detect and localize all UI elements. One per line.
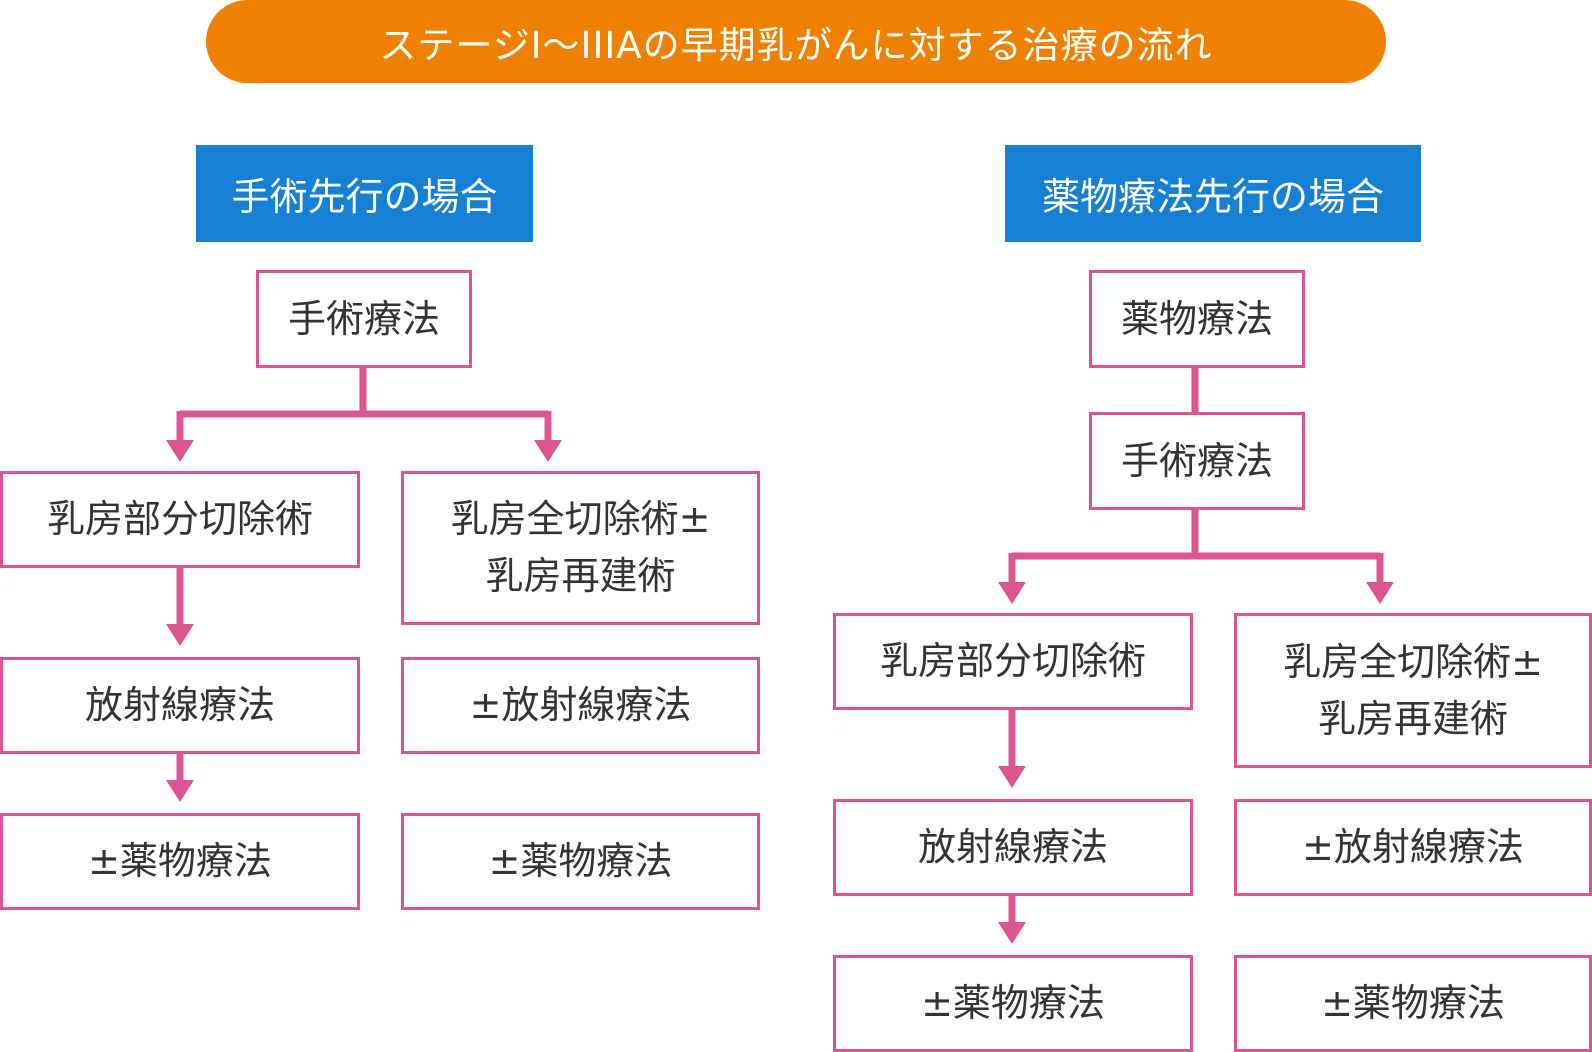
right-partial-arrow-1 [998,710,1026,788]
right-header: 薬物療法先行の場合 [1005,145,1421,242]
left-total-surgery-box: 乳房全切除術± 乳房再建術 [401,471,760,625]
right-partial-surgery-box: 乳房部分切除術 [833,613,1193,710]
right-total-surgery-line2: 乳房再建術 [1317,696,1508,741]
left-partial-drug-box: ±薬物療法 [0,813,360,910]
diagram-title: ステージⅠ～IIIAの早期乳がんに対する治療の流れ [206,0,1386,83]
right-drug-first-box: 薬物療法 [1089,270,1305,368]
left-total-drug-box: ±薬物療法 [401,813,760,910]
left-partial-surgery-box: 乳房部分切除術 [0,471,360,568]
left-split-connector [166,366,562,462]
left-total-surgery-line1: 乳房全切除術± [450,497,711,541]
left-partial-radiation-box: 放射線療法 [0,657,360,754]
right-surgery-second-box: 手術療法 [1089,412,1305,510]
right-total-surgery-line1: 乳房全切除術± [1283,639,1543,684]
left-partial-arrow-2 [166,752,194,802]
right-split-connector [998,508,1394,604]
left-surgery-first-box: 手術療法 [256,270,472,368]
left-partial-arrow-1 [166,568,194,646]
right-total-radiation-box: ±放射線療法 [1234,799,1592,896]
left-total-surgery-line2: 乳房再建術 [485,554,676,598]
left-header: 手術先行の場合 [196,145,533,242]
right-total-surgery-box: 乳房全切除術± 乳房再建術 [1234,613,1592,768]
right-partial-radiation-box: 放射線療法 [833,799,1193,896]
right-partial-arrow-2 [998,895,1026,944]
left-total-radiation-box: ±放射線療法 [401,657,760,754]
right-partial-drug-box: ±薬物療法 [833,955,1193,1052]
right-total-drug-box: ±薬物療法 [1234,955,1592,1052]
